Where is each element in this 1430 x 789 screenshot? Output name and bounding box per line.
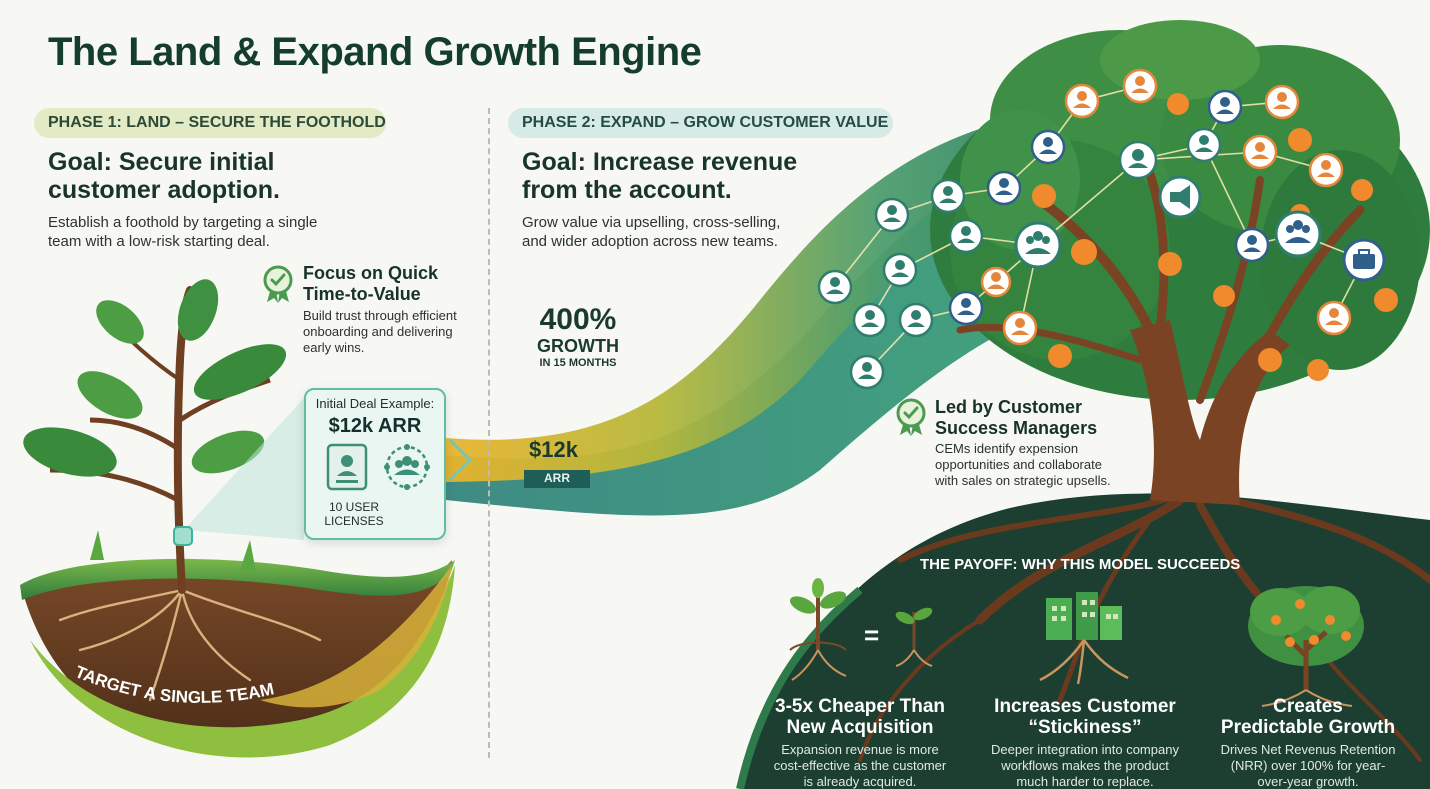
phase1-goal-line: Goal: Secure initial bbox=[48, 148, 275, 176]
payoff-item-title-line: Predictable Growth bbox=[1220, 717, 1396, 738]
ground-ribbon bbox=[30, 565, 455, 758]
phase1-feature-title-line: Focus on Quick bbox=[303, 263, 439, 283]
payoff-item-body-line: much harder to replace. bbox=[1016, 774, 1154, 789]
growth-value: 400% bbox=[539, 303, 617, 336]
phase1-feature-body-line: early wins. bbox=[303, 340, 365, 355]
payoff-heading: THE PAYOFF: WHY THIS MODEL SUCCEEDS bbox=[920, 556, 1241, 573]
phase2-feature-body-line: opportunities and collaborate bbox=[935, 457, 1102, 472]
phase1-description: Establish a foothold by targeting a sing… bbox=[48, 213, 317, 251]
licenses-label: 10 USER LICENSES bbox=[314, 500, 394, 528]
phase2-feature-title-line: Success Managers bbox=[935, 418, 1098, 438]
phase1-feature-title-line: Time-to-Value bbox=[303, 284, 421, 304]
payoff-item: 3-5x Cheaper Than New Acquisition Expans… bbox=[760, 696, 960, 789]
payoff-icon-fruit-tree bbox=[1248, 586, 1364, 707]
payoff-item-body-line: Drives Net Revenus Retention bbox=[1220, 742, 1396, 757]
payoff-item-body-line: workflows makes the product bbox=[1001, 758, 1169, 773]
payoff-item-title: 3-5x Cheaper Than New Acquisition bbox=[760, 696, 960, 738]
phase2-feature-title-line: Led by Customer bbox=[935, 397, 1083, 417]
payoff-item-title-line: New Acquisition bbox=[786, 717, 934, 738]
payoff-item: Increases Customer “Stickiness” Deeper i… bbox=[978, 696, 1192, 789]
phase2-desc-line: Grow value via upselling, cross-selling, bbox=[522, 214, 781, 231]
award-badge-icon bbox=[896, 398, 926, 436]
payoff-item-title-line: Increases Customer bbox=[994, 696, 1176, 717]
sapling bbox=[23, 279, 287, 594]
payoff-item-title: Increases Customer “Stickiness” bbox=[978, 696, 1192, 738]
card-arrow bbox=[448, 438, 473, 482]
deal-label: Initial Deal Example: bbox=[315, 396, 435, 411]
licenses-line: 10 USER bbox=[328, 500, 380, 514]
licenses-line: LICENSES bbox=[324, 514, 384, 528]
phase2-goal: Goal: Increase revenue from the account. bbox=[522, 148, 797, 204]
team-circle-icon bbox=[384, 444, 430, 490]
phase2-feature-body-line: with sales on strategic upsells. bbox=[935, 473, 1111, 488]
phase-divider bbox=[488, 108, 490, 758]
payoff-item-title-line: 3-5x Cheaper Than bbox=[775, 696, 945, 717]
start-arr-value: $12k bbox=[529, 437, 578, 462]
id-card-icon bbox=[326, 443, 368, 491]
growth-period: IN 15 MONTHS bbox=[539, 357, 617, 369]
payoff-item-body-line: Deeper integration into company bbox=[991, 742, 1179, 757]
phase2-feature-body-line: CEMs identify expension bbox=[935, 441, 1079, 456]
payoff-item-body-line: (NRR) over 100% for year- bbox=[1230, 758, 1386, 773]
payoff-item-body-line: over-year growth. bbox=[1257, 774, 1359, 789]
phase2-description: Grow value via upselling, cross-selling,… bbox=[522, 213, 780, 251]
initial-deal-card: Initial Deal Example: $12k ARR 10 USER L… bbox=[304, 388, 446, 540]
spotlight-beam bbox=[184, 398, 304, 540]
phase2-desc-line: and wider adoption across new teams. bbox=[522, 233, 778, 250]
tree-trunk bbox=[1130, 320, 1290, 505]
payoff-icon-saplings bbox=[789, 578, 933, 681]
payoff-item-body-line: Expansion revenue is more bbox=[781, 742, 939, 757]
phase1-feature-body-line: Build trust through efficient bbox=[303, 308, 457, 323]
growth-stat: 400% GROWTH IN 15 MONTHS bbox=[528, 304, 628, 370]
deal-value: $12k ARR bbox=[328, 415, 422, 437]
payoff-item-body: Deeper integration into company workflow… bbox=[978, 742, 1192, 789]
phase1-desc-line: Establish a foothold by targeting a sing… bbox=[48, 214, 318, 231]
equals-sign: = bbox=[864, 620, 880, 650]
payoff-item-title-line: Creates bbox=[1273, 696, 1343, 717]
phase1-goal-line: customer adoption. bbox=[48, 176, 280, 204]
phase1-feature-body: Build trust through efficient onboarding… bbox=[303, 308, 457, 356]
phase2-label: PHASE 2: EXPAND – GROW CUSTOMER VALUE bbox=[508, 108, 893, 138]
phase1-label: PHASE 1: LAND – SECURE THE FOOTHOLD bbox=[34, 108, 386, 138]
phase2-goal-line: Goal: Increase revenue bbox=[522, 148, 798, 176]
phase2-feature-body: CEMs identify expension opportunities an… bbox=[935, 441, 1111, 489]
phase1-feature-body-line: onboarding and delivering bbox=[303, 324, 453, 339]
phase2-goal-line: from the account. bbox=[522, 176, 732, 204]
phase2-feature-title: Led by Customer Success Managers bbox=[935, 397, 1097, 439]
payoff-item-body: Drives Net Revenus Retention (NRR) over … bbox=[1206, 742, 1410, 789]
phase1-goal: Goal: Secure initial customer adoption. bbox=[48, 148, 280, 204]
growth-label: GROWTH bbox=[537, 336, 619, 356]
start-arr-unit: ARR bbox=[544, 471, 570, 485]
payoff-item-body-line: is already acquired. bbox=[803, 774, 917, 789]
payoff-item-title: Creates Predictable Growth bbox=[1206, 696, 1410, 738]
payoff-item-body: Expansion revenue is more cost-effective… bbox=[760, 742, 960, 789]
award-badge-icon bbox=[263, 265, 293, 303]
payoff-icon-buildings bbox=[1039, 592, 1129, 685]
page-title: The Land & Expand Growth Engine bbox=[48, 30, 702, 74]
payoff-item-title-line: “Stickiness” bbox=[1028, 717, 1142, 738]
payoff-item-body-line: cost-effective as the customer bbox=[773, 758, 947, 773]
phase1-feature-title: Focus on Quick Time-to-Value bbox=[303, 263, 438, 305]
payoff-item: Creates Predictable Growth Drives Net Re… bbox=[1206, 696, 1410, 789]
phase1-desc-line: team with a low-risk starting deal. bbox=[48, 233, 270, 250]
